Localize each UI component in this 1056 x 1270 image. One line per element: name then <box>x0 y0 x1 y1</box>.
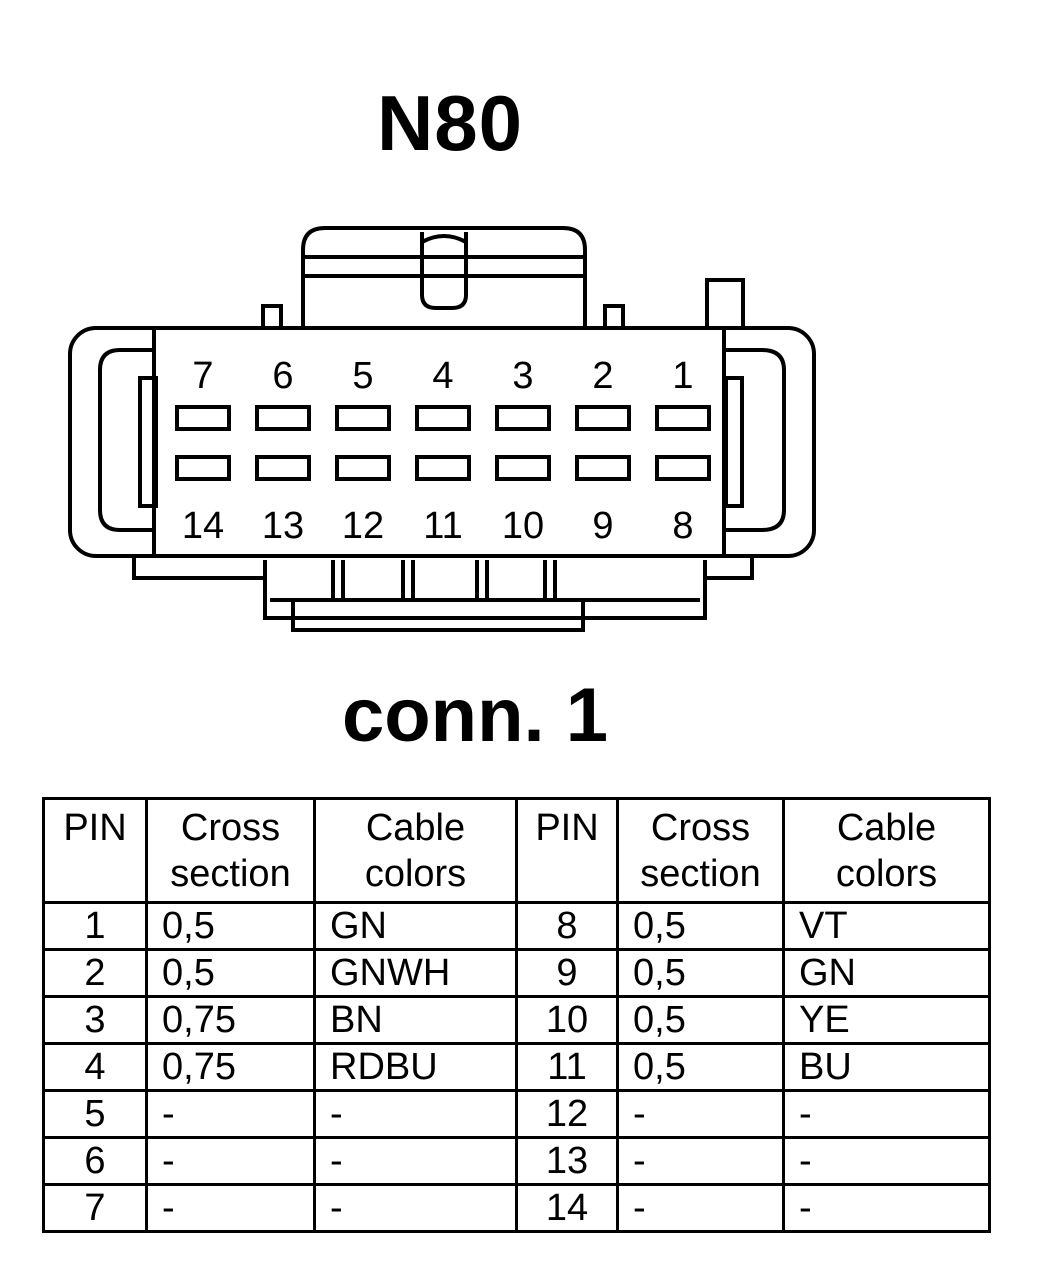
pin-cell: 11 <box>515 1042 619 1092</box>
table-row: 5--12-- <box>42 1089 991 1139</box>
cable-color-cell: - <box>782 1183 991 1233</box>
pin-cell: 10 <box>515 995 619 1045</box>
cable-color-cell: GN <box>782 948 991 998</box>
bottom-pin-slot <box>255 455 311 481</box>
pin-cell: 5 <box>42 1089 148 1139</box>
cross-section-cell: 0,75 <box>145 995 316 1045</box>
top-pin-slot <box>575 405 631 431</box>
cable-color-cell: - <box>313 1136 518 1186</box>
pin-cell: 13 <box>515 1136 619 1186</box>
cable-color-cell: GN <box>313 901 518 951</box>
pin-number-label: 13 <box>262 505 304 547</box>
pin-number-label: 1 <box>672 355 693 397</box>
header-pin: PIN <box>515 797 619 904</box>
pin-cell: 2 <box>42 948 148 998</box>
pin-number-label: 10 <box>502 505 544 547</box>
bottom-pin-slot <box>655 455 711 481</box>
cross-section-cell: - <box>145 1183 316 1233</box>
cross-section-cell: 0,5 <box>616 995 785 1045</box>
connector-diagram: 7 14 6 13 5 12 4 11 3 10 2 9 1 8 <box>68 226 816 632</box>
pin-number-label: 3 <box>512 355 533 397</box>
cross-section-cell: - <box>145 1136 316 1186</box>
cross-section-cell: 0,5 <box>145 901 316 951</box>
cable-color-cell: - <box>313 1183 518 1233</box>
connector-subtitle: conn. 1 <box>341 673 609 758</box>
bottom-pin-slot <box>575 455 631 481</box>
cross-section-cell: 0,5 <box>616 901 785 951</box>
header-pin: PIN <box>42 797 148 904</box>
pin-number-label: 7 <box>192 355 213 397</box>
table-row: 7--14-- <box>42 1183 991 1233</box>
top-pin-slot <box>175 405 231 431</box>
pin-cell: 8 <box>515 901 619 951</box>
cable-color-cell: - <box>782 1089 991 1139</box>
pin-number-label: 4 <box>432 355 453 397</box>
top-pin-slot <box>255 405 311 431</box>
top-pin-slot <box>415 405 471 431</box>
pin-cell: 14 <box>515 1183 619 1233</box>
pin-cell: 3 <box>42 995 148 1045</box>
cable-color-cell: BU <box>782 1042 991 1092</box>
cross-section-cell: 0,5 <box>616 948 785 998</box>
pin-number-label: 14 <box>182 505 224 547</box>
cross-section-cell: 0,75 <box>145 1042 316 1092</box>
pin-number-label: 11 <box>423 505 462 547</box>
cable-color-cell: YE <box>782 995 991 1045</box>
pin-cell: 1 <box>42 901 148 951</box>
cable-color-cell: VT <box>782 901 991 951</box>
bottom-pin-slot <box>415 455 471 481</box>
cable-color-cell: RDBU <box>313 1042 518 1092</box>
pin-number-label: 9 <box>592 505 613 547</box>
pin-cell: 12 <box>515 1089 619 1139</box>
connector-title: N80 <box>376 79 524 167</box>
pin-number-label: 8 <box>672 505 693 547</box>
top-pin-slot <box>495 405 551 431</box>
pin-cell: 7 <box>42 1183 148 1233</box>
bottom-pin-slot <box>335 455 391 481</box>
cable-color-cell: BN <box>313 995 518 1045</box>
cross-section-cell: - <box>145 1089 316 1139</box>
cross-section-cell: - <box>616 1183 785 1233</box>
pin-number-label: 5 <box>352 355 373 397</box>
cable-color-cell: GNWH <box>313 948 518 998</box>
cable-color-cell: - <box>313 1089 518 1139</box>
pin-number-label: 12 <box>342 505 384 547</box>
pin-cell: 6 <box>42 1136 148 1186</box>
pin-cell: 4 <box>42 1042 148 1092</box>
cable-color-cell: - <box>782 1136 991 1186</box>
cross-section-cell: 0,5 <box>145 948 316 998</box>
pin-number-label: 2 <box>592 355 613 397</box>
bottom-pin-slot <box>175 455 231 481</box>
pin-number-label: 6 <box>272 355 293 397</box>
top-pin-slot <box>335 405 391 431</box>
cross-section-cell: - <box>616 1136 785 1186</box>
table-row: 6--13-- <box>42 1136 991 1186</box>
cross-section-cell: 0,5 <box>616 1042 785 1092</box>
bottom-pin-slot <box>495 455 551 481</box>
top-pin-slot <box>655 405 711 431</box>
cross-section-cell: - <box>616 1089 785 1139</box>
pin-cell: 9 <box>515 948 619 998</box>
